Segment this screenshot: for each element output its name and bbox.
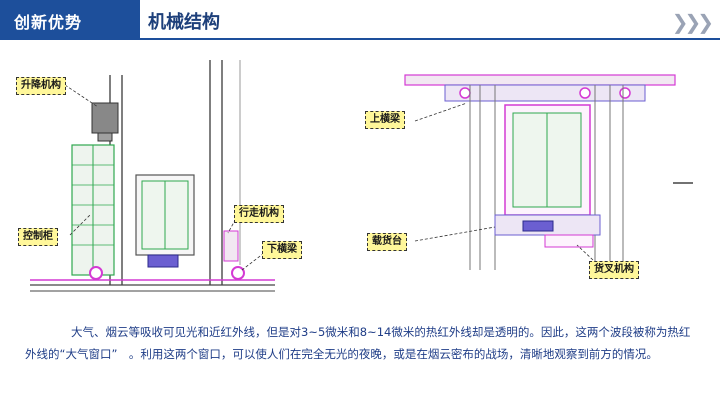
callout-lower-beam: 下横梁 [262,241,302,259]
callout-travel-mechanism: 行走机构 [234,205,284,223]
stacker-crane-side-view-diagram: 升降机构 控制柜 行走机构 下横梁 [10,55,320,300]
section-tab: 创新优势 [0,0,140,40]
front-view-drawing [404,74,693,270]
callout-lift-mechanism: 升降机构 [16,77,66,95]
callout-carrier-platform: 载货台 [367,233,407,251]
stacker-crane-front-view-diagram: 上横梁 载货台 货叉机构 [355,55,710,300]
chevrons-icon: ❯❯❯ [671,10,714,34]
section-tab-label: 创新优势 [14,13,83,32]
slide-header: 创新优势 机械结构 ❯❯❯ [0,0,720,40]
callout-fork-mechanism: 货叉机构 [589,261,639,279]
body-paragraph-text: 大气、烟云等吸收可见光和近红外线，但是对3~5微米和8~14微米的热红外线却是透… [25,324,691,361]
header-rule [140,38,720,40]
page-title: 机械结构 [148,12,220,33]
callout-control-cabinet: 控制柜 [18,228,58,246]
body-paragraph: 大气、烟云等吸收可见光和近红外线，但是对3~5微米和8~14微米的热红外线却是透… [25,321,700,365]
callout-upper-beam: 上横梁 [365,111,405,129]
side-view-drawing [30,60,275,292]
